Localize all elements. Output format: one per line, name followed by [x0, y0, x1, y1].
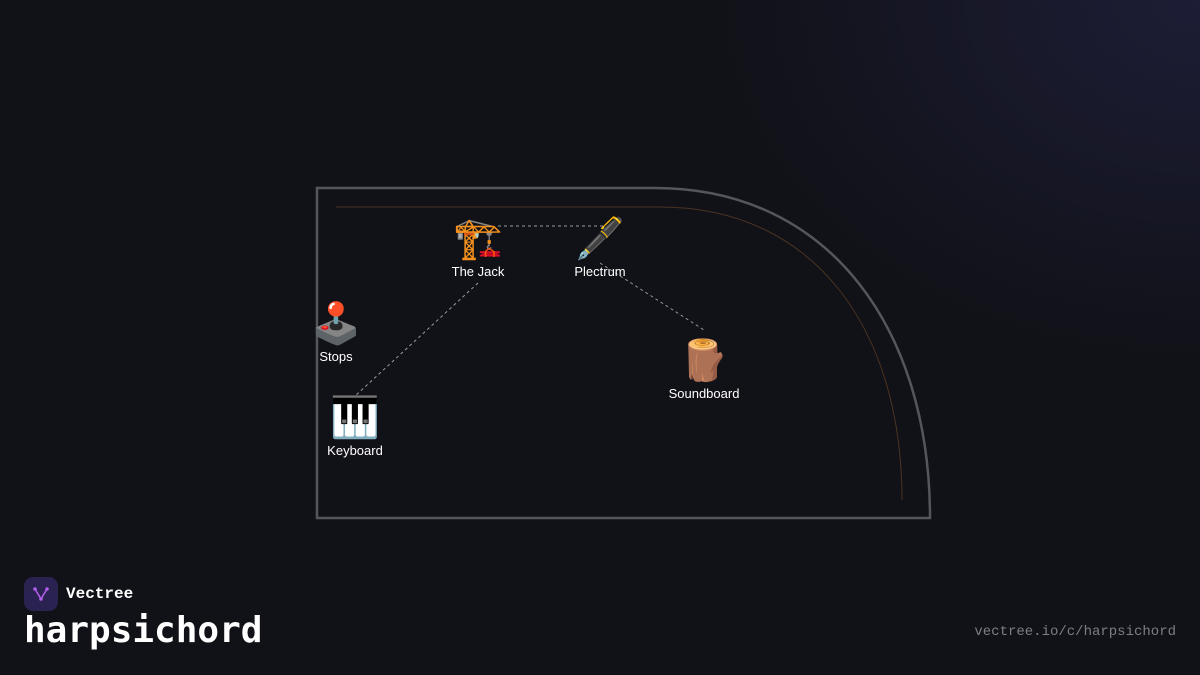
edge-plectrum-to-soundboard [599, 262, 705, 331]
joystick-icon: 🕹️ [311, 302, 361, 346]
node-plectrum[interactable]: 🖋️ Plectrum [574, 216, 625, 279]
node-label: The Jack [451, 264, 505, 279]
piano-keys-icon: 🎹 [330, 396, 380, 440]
harpsichord-inner-outline [336, 206, 903, 501]
brand-name: Vectree [66, 585, 134, 603]
node-label: Soundboard [668, 386, 740, 401]
node-the-jack[interactable]: 🏗️ The Jack [452, 216, 505, 279]
node-soundboard[interactable]: 🪵 Soundboard [669, 338, 740, 401]
page-title: harpsichord [24, 610, 263, 651]
wood-log-icon: 🪵 [679, 339, 729, 383]
page-url[interactable]: vectree.io/c/harpsichord [974, 624, 1176, 640]
fountain-pen-icon: 🖋️ [575, 217, 625, 261]
node-stops[interactable]: 🕹️ Stops [311, 301, 361, 364]
edge-the-jack-to-keyboard [354, 282, 479, 397]
crane-icon: 🏗️ [453, 217, 503, 261]
node-label: Plectrum [574, 264, 626, 279]
connection-lines [354, 225, 705, 397]
harpsichord-outline [315, 186, 932, 520]
node-label: Stops [319, 349, 353, 364]
vectree-logo-icon [24, 577, 58, 611]
node-label: Keyboard [327, 443, 383, 458]
node-keyboard[interactable]: 🎹 Keyboard [327, 395, 383, 458]
brand: Vectree [24, 577, 133, 611]
